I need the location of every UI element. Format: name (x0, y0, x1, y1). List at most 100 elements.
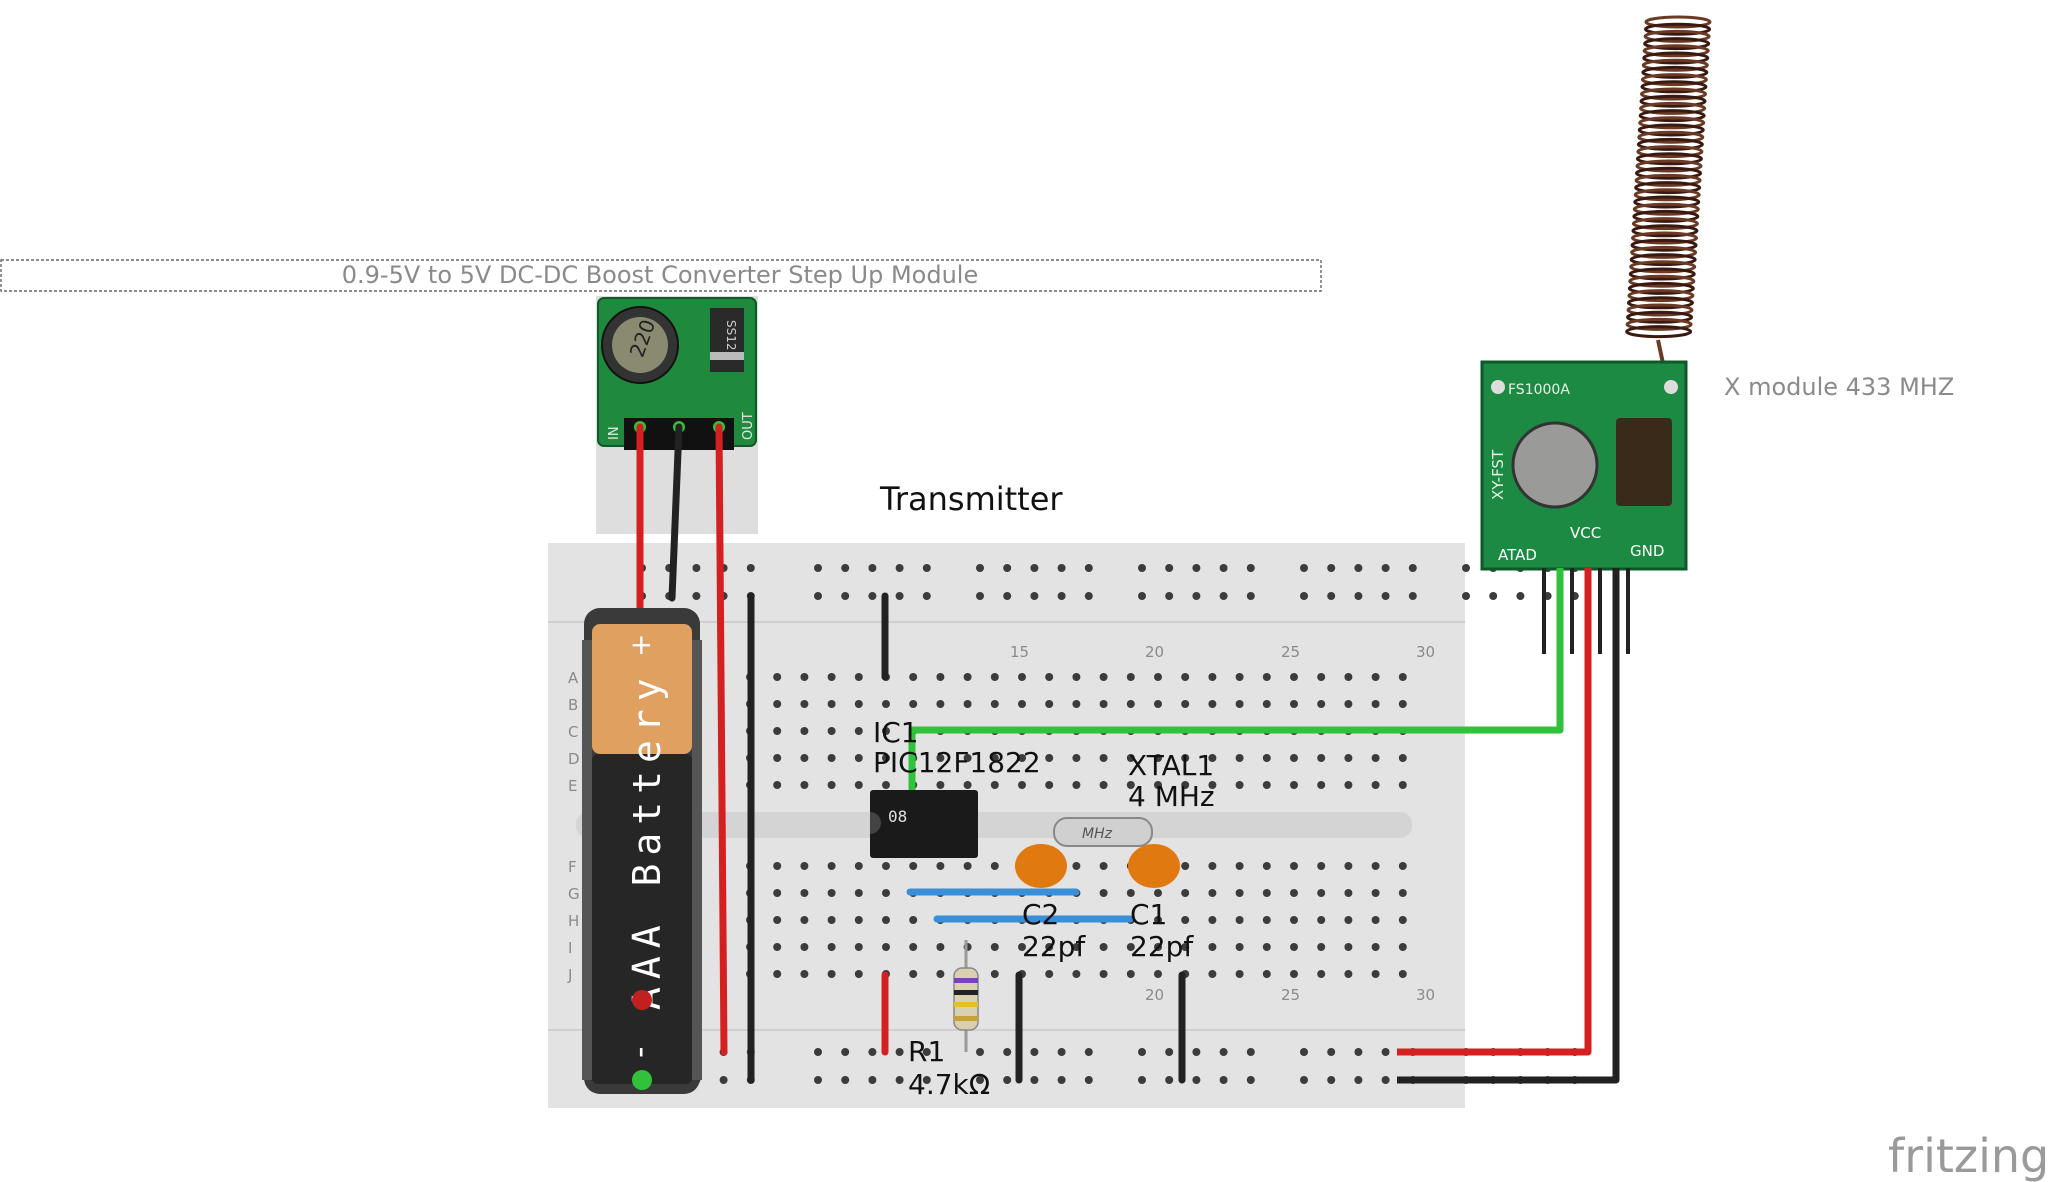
breadboard-hole (773, 889, 782, 897)
breadboard-hole (882, 754, 890, 762)
breadboard-hole (909, 700, 918, 708)
antenna-coil-turn (1631, 231, 1698, 245)
diode-icon (710, 308, 744, 372)
breadboard-hole (1398, 673, 1407, 681)
breadboard-hole (1371, 916, 1380, 924)
breadboard-hole (990, 970, 999, 978)
antenna-coil-turn (1638, 109, 1706, 123)
breadboard-hole (1235, 862, 1244, 870)
breadboard-hole (1003, 564, 1012, 572)
breadboard-hole (841, 1076, 850, 1084)
breadboard-hole (1018, 943, 1026, 951)
breadboard-hole (976, 564, 984, 572)
antenna-coil-turn (1643, 37, 1711, 51)
breadboard-hole (882, 862, 890, 870)
breadboard-hole (1371, 781, 1380, 789)
antenna-coil-turn (1637, 123, 1705, 137)
row-letter: J (567, 966, 572, 984)
xtal1-case (1053, 817, 1153, 847)
breadboard-hole (1165, 564, 1174, 572)
xtal1-ref: XTAL1 (1128, 749, 1214, 782)
breadboard-hole (773, 916, 782, 924)
breadboard-hole (800, 727, 809, 735)
r1-value: 4.7kΩ (908, 1068, 990, 1101)
breadboard-hole (1300, 1048, 1308, 1056)
breadboard-hole (1235, 916, 1244, 924)
antenna-coil-turn (1636, 145, 1704, 159)
breadboard-hole (1290, 700, 1298, 708)
inductor-core (612, 317, 668, 373)
breadboard-hole (895, 564, 904, 572)
antenna-coil-turn (1640, 80, 1708, 94)
breadboard-hole (1462, 564, 1470, 572)
breadboard-hole (1246, 1076, 1255, 1084)
breadboard-hole (922, 1048, 931, 1056)
breadboard-hole (854, 916, 863, 924)
breadboard-hole (746, 564, 755, 572)
ic1-value: PIC12F1822 (873, 746, 1041, 779)
breadboard-hole (1072, 700, 1081, 708)
breadboard-hole (1181, 781, 1190, 789)
breadboard-hole (868, 592, 877, 600)
breadboard-hole (854, 673, 863, 681)
antenna-coil-turn (1627, 281, 1695, 295)
breadboard-hole (827, 970, 836, 978)
breadboard-hole (1192, 592, 1201, 600)
breadboard-hole (1181, 889, 1190, 897)
ic1-ref: IC1 (873, 716, 919, 749)
wires (636, 423, 1620, 1084)
row-letter: A (568, 669, 579, 687)
resistor-r1: R1 4.7kΩ (908, 940, 990, 1101)
breadboard-hole (841, 564, 850, 572)
rf-pin-label-vcc: VCC (1570, 524, 1601, 542)
breadboard-hole (1290, 889, 1298, 897)
breadboard-hole (1381, 592, 1390, 600)
breadboard-hole (1154, 943, 1162, 951)
row-letter: E (568, 777, 577, 795)
breadboard-hole (1181, 943, 1190, 951)
antenna-coil-turn (1633, 195, 1701, 209)
breadboard-hole (1099, 862, 1108, 870)
row-letter: G (568, 885, 580, 903)
breadboard-hole (1018, 673, 1026, 681)
breadboard-hole (1208, 862, 1217, 870)
c2-ref: C2 (1022, 898, 1059, 931)
breadboard-hole (800, 916, 809, 924)
breadboard-hole (1219, 1048, 1228, 1056)
antenna-coil-turn (1641, 65, 1709, 79)
breadboard-hole (1344, 916, 1353, 924)
column-number: 25 (1281, 643, 1300, 661)
rf-header-pin (1626, 568, 1630, 654)
breadboard-hole (922, 564, 931, 572)
breadboard-hole (882, 889, 890, 897)
breadboard-hole (1208, 754, 1217, 762)
breadboard-hole (1327, 564, 1336, 572)
breadboard-hole (1030, 592, 1039, 600)
breadboard-hole (1317, 754, 1326, 762)
breadboard-hole (1317, 673, 1326, 681)
wire-rf-gnd (1397, 568, 1620, 1084)
breadboard-hole (841, 592, 850, 600)
breadboard-hole (1300, 564, 1308, 572)
breadboard-hole (1398, 889, 1407, 897)
breadboard-hole (1099, 970, 1108, 978)
breadboard-hole (827, 862, 836, 870)
column-number: 25 (1281, 986, 1300, 1004)
breadboard-hole (827, 727, 836, 735)
breadboard-hole (1262, 700, 1271, 708)
breadboard-hole (1398, 943, 1407, 951)
breadboard-hole (990, 781, 999, 789)
breadboard-hole (1126, 889, 1135, 897)
breadboard-hole (1126, 970, 1135, 978)
antenna-coil-turn (1640, 73, 1708, 87)
r1-ref: R1 (908, 1035, 945, 1068)
antenna-coil-turn (1626, 303, 1694, 317)
breadboard-hole (841, 1048, 850, 1056)
breadboard-hole (854, 943, 863, 951)
breadboard-hole (1354, 1048, 1363, 1056)
ic1-body (870, 790, 978, 858)
aaa-battery: AAA Battery + - (582, 608, 702, 1094)
antenna-coil-turn (1644, 22, 1712, 36)
c1-value: 22pf (1130, 930, 1194, 963)
breadboard-hole (854, 862, 863, 870)
